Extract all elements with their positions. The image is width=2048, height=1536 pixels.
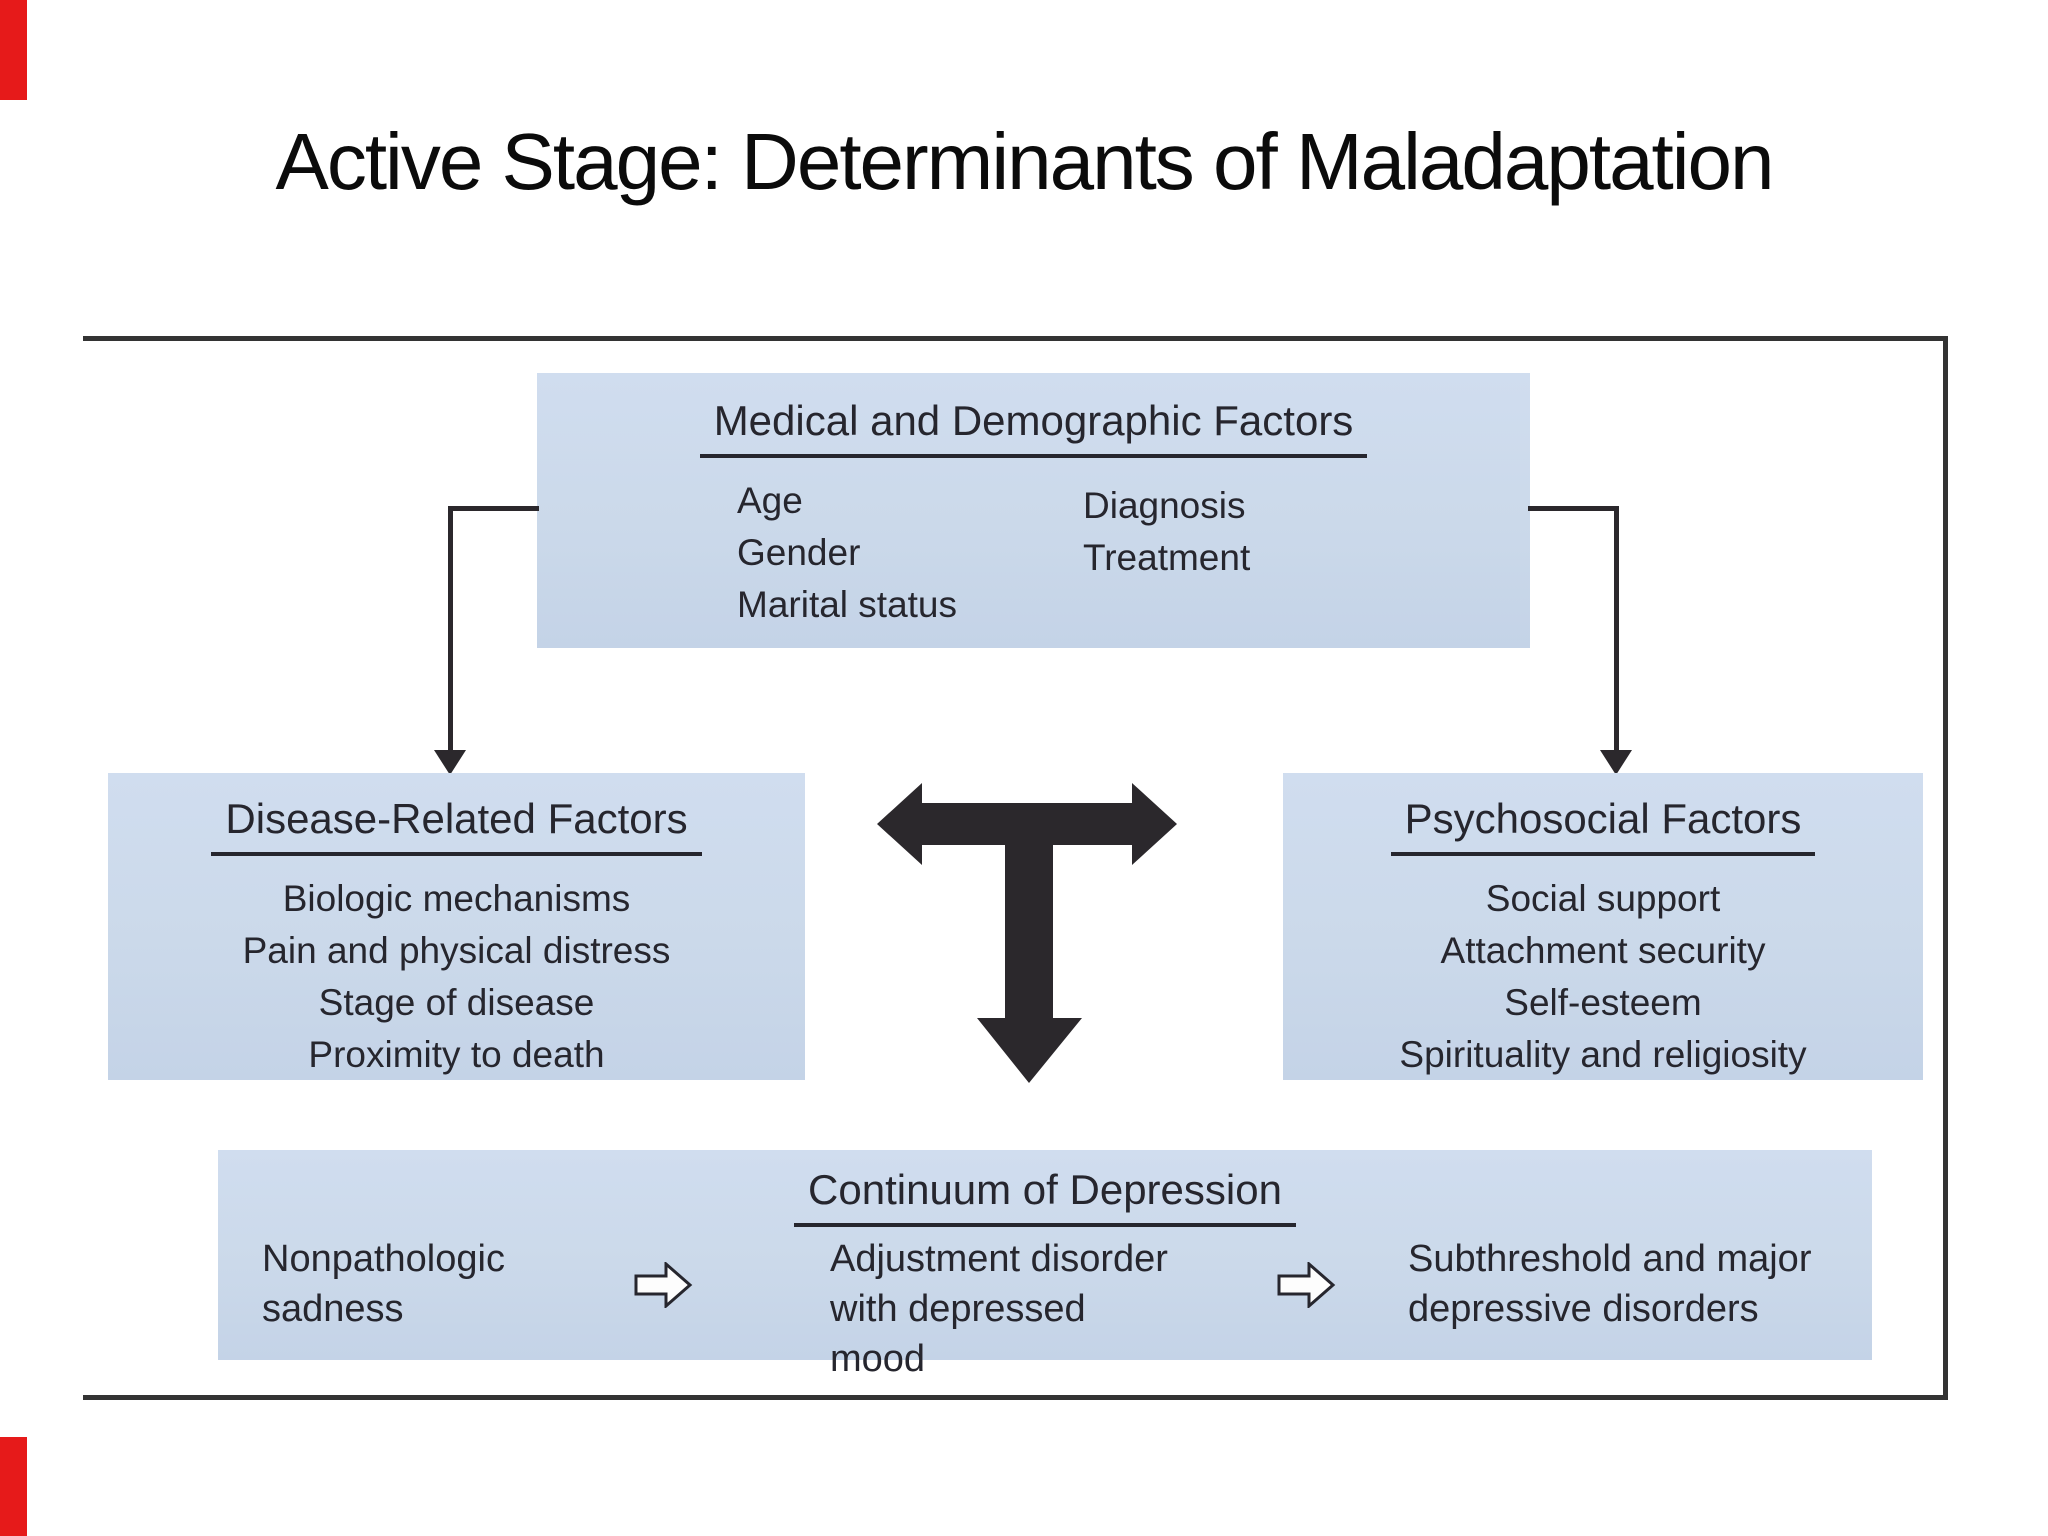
figure-frame-right-border [1943, 336, 1948, 1400]
hollow-right-arrow-icon [1277, 1262, 1336, 1308]
medical-item: Treatment [1083, 537, 1251, 578]
disease-item: Proximity to death [308, 1034, 605, 1075]
disease-item: Biologic mechanisms [282, 878, 631, 919]
stage-subthreshold-major-depressive: Subthreshold and major depressive disord… [1408, 1238, 1812, 1330]
psychosocial-item: Spirituality and religiosity [1399, 1034, 1807, 1075]
continuum-box-heading: Continuum of Depression [218, 1166, 1872, 1227]
psychosocial-item: Self-esteem [1504, 982, 1702, 1023]
figure-frame-top-border [83, 336, 1948, 341]
medical-box-left-column: Age Gender Marital status [737, 475, 957, 631]
left-connector-down-arrowhead-icon [434, 750, 466, 775]
psychosocial-box-items: Social support Attachment security Self-… [1283, 873, 1923, 1081]
disease-item: Pain and physical distress [242, 930, 671, 971]
left-connector-horizontal-line [448, 506, 539, 511]
t-junction-arrow-icon [877, 783, 1177, 1083]
right-connector-horizontal-line [1528, 506, 1619, 511]
left-connector-vertical-line [448, 506, 453, 752]
disease-item: Stage of disease [318, 982, 595, 1023]
stage-nonpathologic-sadness: Nonpathologic sadness [262, 1238, 505, 1330]
medical-item: Marital status [737, 584, 958, 625]
red-edge-bar-bottom [0, 1437, 27, 1536]
psychosocial-item: Attachment security [1440, 930, 1766, 971]
medical-box-heading: Medical and Demographic Factors [537, 397, 1530, 458]
continuum-of-depression-box: Continuum of Depression Nonpathologic sa… [218, 1150, 1872, 1380]
psychosocial-item: Social support [1485, 878, 1721, 919]
disease-box-heading: Disease-Related Factors [108, 795, 805, 856]
disease-related-factors-box: Disease-Related Factors Biologic mechani… [108, 773, 805, 1080]
right-connector-vertical-line [1614, 506, 1619, 752]
medical-item: Age [737, 480, 803, 521]
medical-box-right-column: Diagnosis Treatment [1083, 480, 1250, 584]
psychosocial-box-heading: Psychosocial Factors [1283, 795, 1923, 856]
stage-adjustment-disorder: Adjustment disorder with depressed mood [830, 1238, 1168, 1380]
medical-demographic-factors-box: Medical and Demographic Factors Age Gend… [537, 373, 1530, 648]
psychosocial-factors-box: Psychosocial Factors Social support Atta… [1283, 773, 1923, 1080]
right-connector-down-arrowhead-icon [1600, 750, 1632, 775]
red-edge-bar-top [0, 0, 27, 100]
disease-box-items: Biologic mechanisms Pain and physical di… [108, 873, 805, 1081]
medical-item: Gender [737, 532, 861, 573]
hollow-right-arrow-icon [634, 1262, 693, 1308]
slide-title: Active Stage: Determinants of Maladaptat… [275, 117, 1774, 206]
medical-item: Diagnosis [1083, 485, 1246, 526]
figure-frame-bottom-border [83, 1395, 1948, 1400]
